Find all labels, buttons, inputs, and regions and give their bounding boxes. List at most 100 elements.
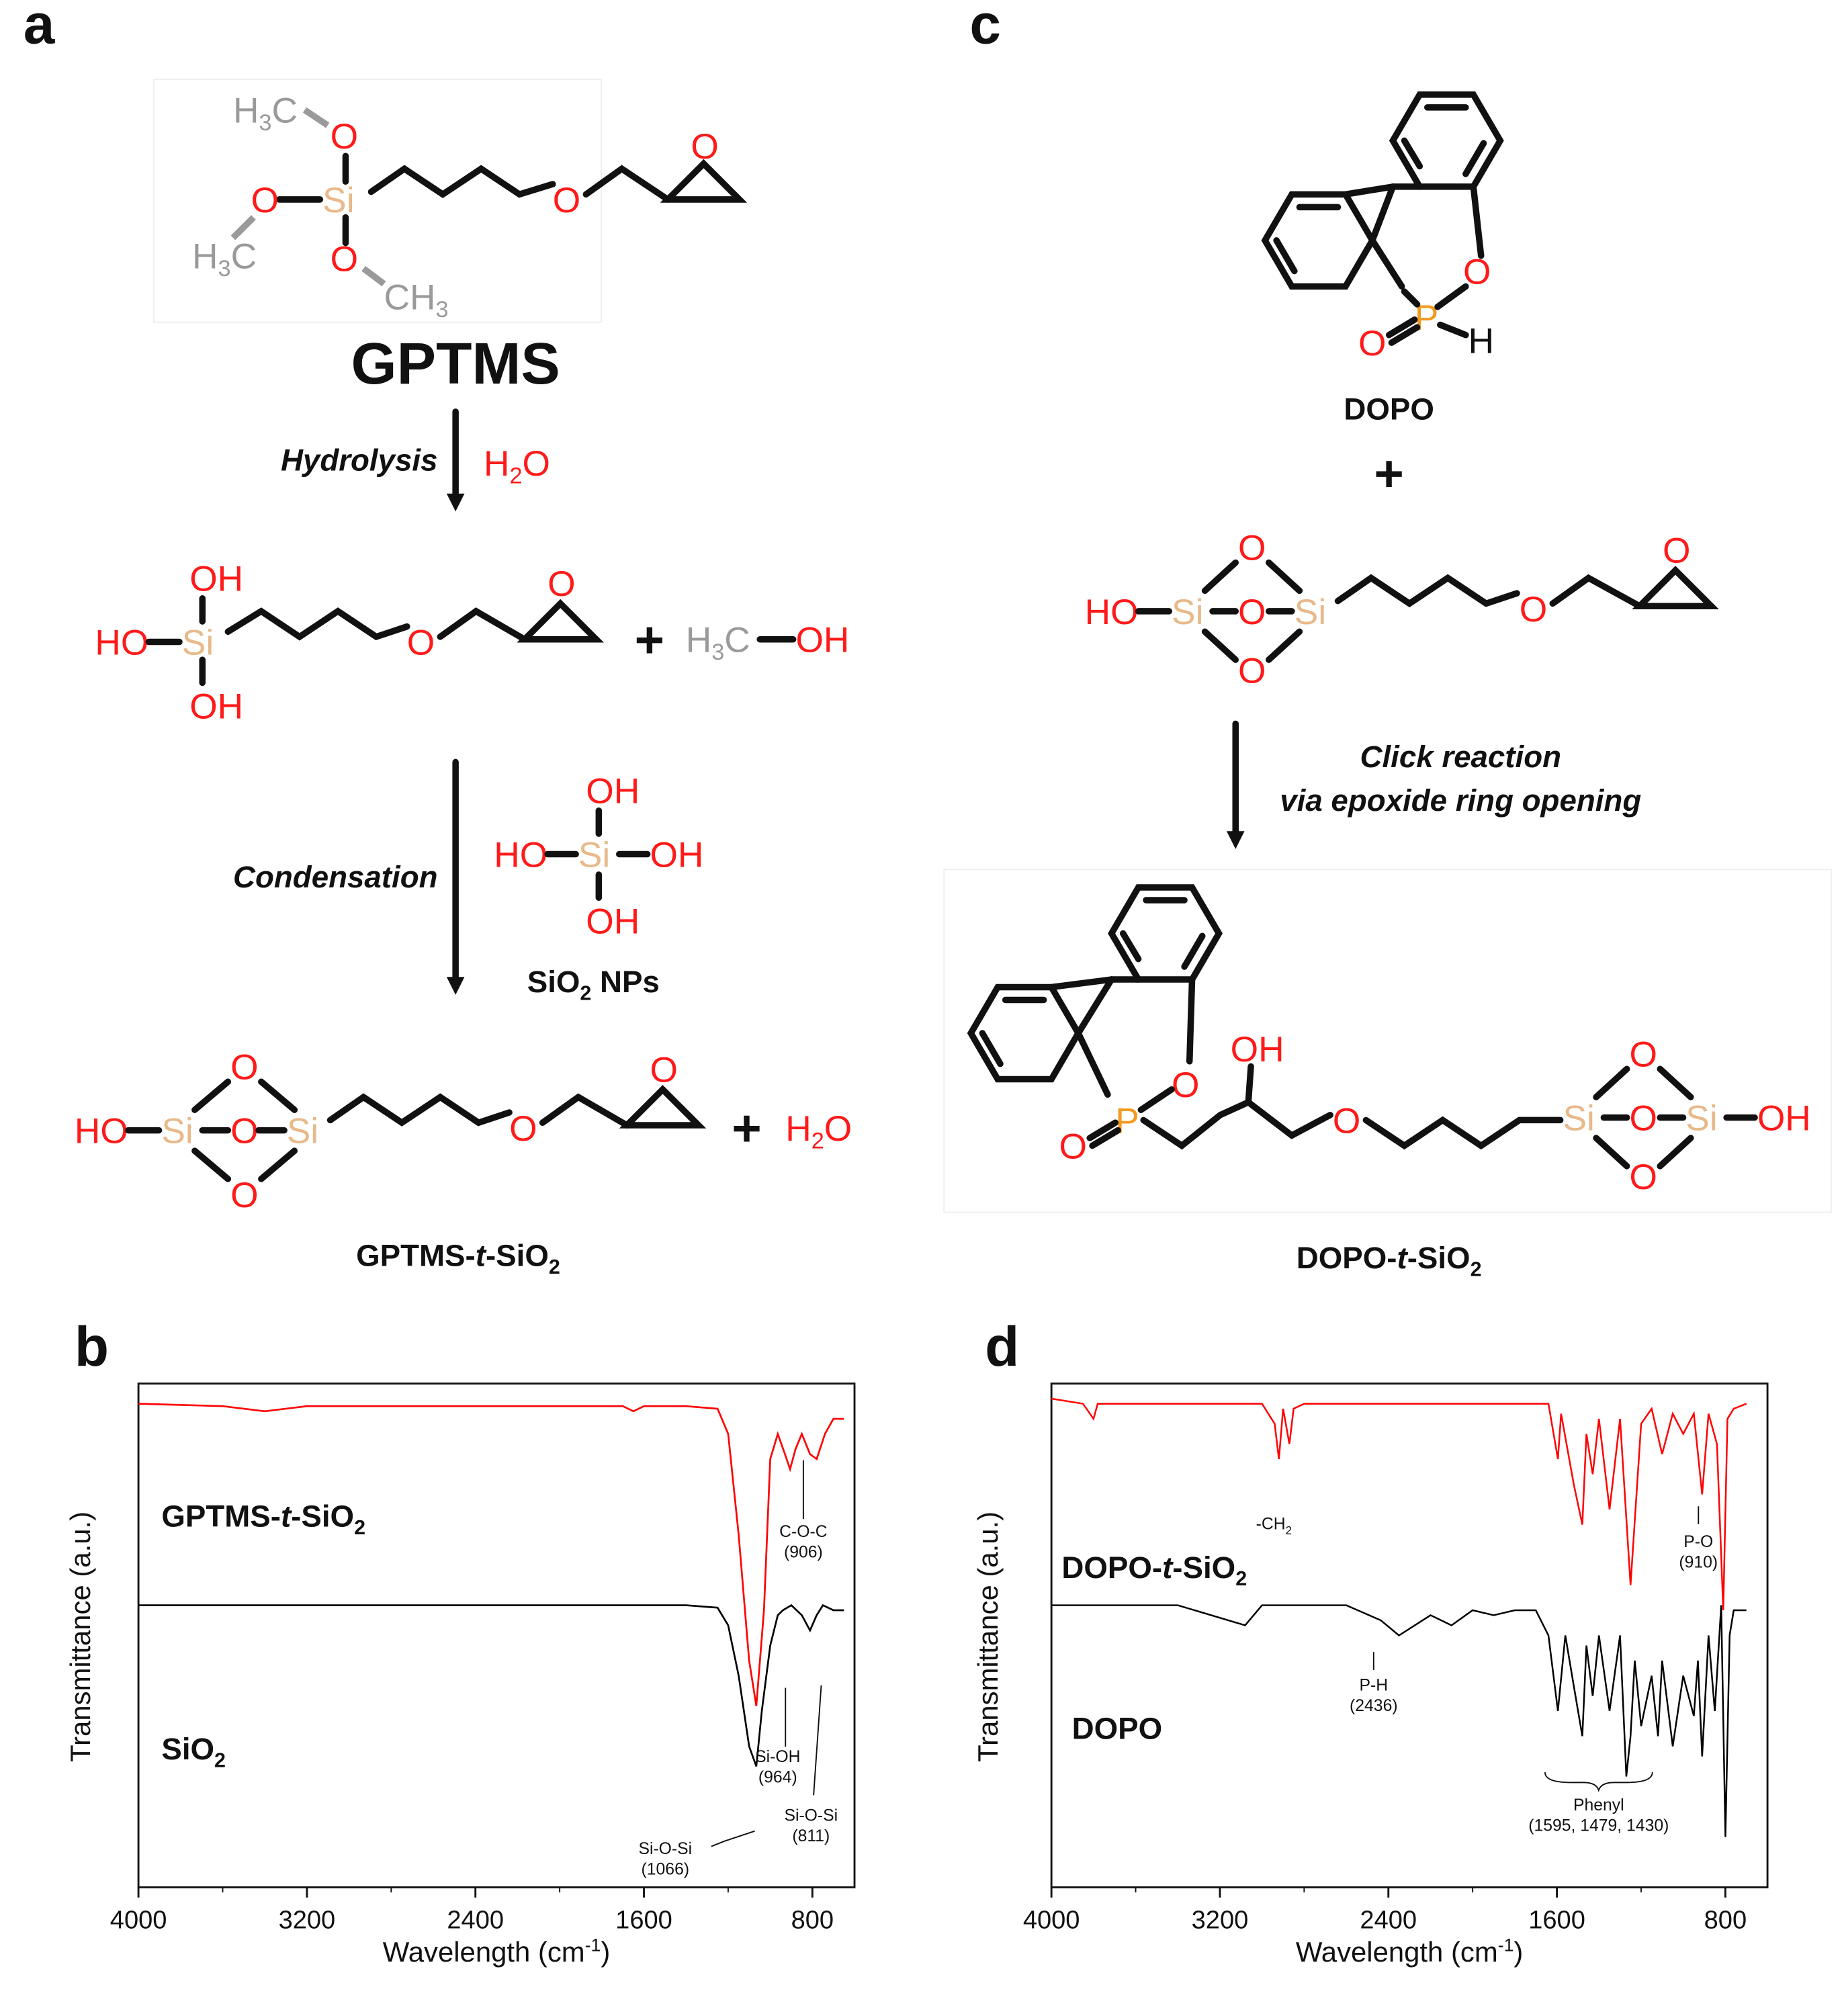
chart-b-xtick-label: 2400 bbox=[447, 1906, 504, 1934]
svg-text:O: O bbox=[1358, 324, 1386, 363]
svg-text:HO: HO bbox=[1085, 593, 1139, 632]
chart-b-xtick-label: 4000 bbox=[110, 1906, 167, 1934]
svg-text:Si: Si bbox=[1172, 593, 1203, 632]
svg-text:HO: HO bbox=[75, 1112, 128, 1151]
svg-text:P: P bbox=[1115, 1101, 1139, 1141]
click-reaction-label: Click reaction bbox=[1360, 740, 1561, 774]
chart-d-xlabel: Wavelength (cm-1) bbox=[1296, 1935, 1524, 1968]
svg-text:Si: Si bbox=[578, 836, 610, 875]
sio2-nps-label: SiO2 NPs bbox=[527, 965, 660, 1004]
panel-label-b: b bbox=[75, 1315, 109, 1378]
svg-text:O: O bbox=[509, 1109, 537, 1149]
chart-b-ann-sios811-1: Si-O-Si bbox=[784, 1806, 838, 1825]
silicic-acid-structure: OH HO Si OH OH bbox=[494, 771, 703, 941]
chart-d-ann-po-2: (910) bbox=[1679, 1554, 1718, 1572]
chart-b-xtick-label: 3200 bbox=[279, 1906, 336, 1934]
svg-text:O: O bbox=[1663, 531, 1690, 571]
epoxide-opening-label: via epoxide ring opening bbox=[1280, 783, 1641, 818]
chart-b-series-gptms bbox=[138, 1403, 844, 1706]
svg-text:OH: OH bbox=[795, 621, 849, 660]
svg-text:O: O bbox=[1172, 1065, 1199, 1105]
chart-d-ylabel: Transmittance (a.u.) bbox=[972, 1511, 1004, 1762]
chart-d-label-dopo-t-sio2: DOPO-t-SiO2 bbox=[1061, 1550, 1247, 1590]
chart-d-label-dopo: DOPO bbox=[1072, 1712, 1163, 1746]
chart-b-label-sio2: SiO2 bbox=[161, 1732, 226, 1771]
plus-a1: + bbox=[635, 611, 664, 668]
dopo-t-sio2-structure: O P O OH O Si O Si OH O O bbox=[943, 869, 1833, 1213]
chart-b-ann-sios811-line bbox=[813, 1685, 822, 1796]
water-reagent: H2O bbox=[484, 444, 550, 488]
panel-label-a: a bbox=[24, 0, 56, 56]
svg-text:O: O bbox=[650, 1050, 677, 1090]
plus-a2: + bbox=[732, 1100, 761, 1157]
silanetriol-structure: OH HO Si OH O O bbox=[95, 559, 605, 727]
svg-text:CH3: CH3 bbox=[384, 278, 449, 322]
chart-d-ann-phenyl-brace bbox=[1544, 1772, 1653, 1792]
svg-text:OH: OH bbox=[189, 687, 243, 727]
chart-b-xtick-label: 1600 bbox=[615, 1906, 672, 1934]
gptms-t-sio2-label: GPTMS-t-SiO2 bbox=[356, 1238, 560, 1278]
svg-text:Si: Si bbox=[287, 1112, 318, 1151]
condensation-label: Condensation bbox=[233, 860, 437, 894]
chart-d-ann-ph-1: P-H bbox=[1360, 1676, 1389, 1694]
dopo-structure: O P O H bbox=[1261, 91, 1504, 363]
svg-text:OH: OH bbox=[586, 771, 640, 811]
hydrolysis-label: Hydrolysis bbox=[281, 443, 438, 477]
svg-text:O: O bbox=[1630, 1157, 1657, 1197]
svg-text:O: O bbox=[1238, 593, 1266, 632]
svg-text:O: O bbox=[1630, 1035, 1657, 1074]
chart-b-ann-coc-1: C-O-C bbox=[779, 1523, 827, 1541]
chart-b-ann-coc-2: (906) bbox=[784, 1543, 823, 1561]
chart-d-ann-phenyl-2: (1595, 1479, 1430) bbox=[1528, 1817, 1669, 1835]
panel-label-c: c bbox=[969, 0, 1001, 56]
chart-d-xtick-label: 1600 bbox=[1528, 1906, 1585, 1934]
svg-text:Si: Si bbox=[1563, 1099, 1595, 1139]
chart-b-ann-sios1066-line bbox=[711, 1830, 755, 1847]
chart-b-series-sio2 bbox=[138, 1604, 844, 1767]
svg-text:OH: OH bbox=[1231, 1030, 1284, 1069]
gptms-t-sio2-reactant-structure: HO Si O Si O O O O bbox=[1085, 529, 1719, 691]
svg-text:O: O bbox=[1238, 529, 1266, 568]
plus-c: + bbox=[1374, 445, 1403, 502]
svg-text:O: O bbox=[1630, 1099, 1657, 1139]
dopo-label: DOPO bbox=[1344, 392, 1434, 426]
chart-d-xtick-label: 800 bbox=[1704, 1906, 1747, 1934]
chart-d-xtick-label: 4000 bbox=[1023, 1906, 1080, 1934]
svg-text:O: O bbox=[230, 1112, 258, 1151]
svg-text:O: O bbox=[691, 127, 718, 167]
chart-d-ann-ch2: -CH2 bbox=[1256, 1516, 1292, 1538]
svg-text:Si: Si bbox=[161, 1112, 193, 1151]
svg-text:O: O bbox=[547, 564, 575, 604]
chart-b-ann-sios811-2: (811) bbox=[792, 1827, 830, 1845]
svg-text:H3C: H3C bbox=[192, 237, 257, 281]
gptms-label: GPTMS bbox=[351, 331, 560, 396]
svg-text:H: H bbox=[1468, 321, 1494, 361]
chart-b-ann-sios1066-2: (1066) bbox=[642, 1860, 690, 1878]
chart-d-ann-po-1: P-O bbox=[1683, 1533, 1713, 1551]
svg-text:OH: OH bbox=[586, 902, 640, 942]
chart-d-ann-phenyl-1: Phenyl bbox=[1573, 1796, 1624, 1814]
svg-text:O: O bbox=[331, 117, 358, 157]
gptms-t-sio2-structure: HO Si O Si O O O O bbox=[75, 1047, 707, 1215]
svg-text:Si: Si bbox=[322, 181, 354, 220]
svg-text:O: O bbox=[553, 181, 580, 220]
svg-text:Si: Si bbox=[1295, 593, 1326, 632]
svg-text:OH: OH bbox=[189, 559, 243, 599]
svg-text:O: O bbox=[1520, 590, 1547, 629]
chart-d-ann-ph-2: (2436) bbox=[1350, 1697, 1397, 1715]
svg-text:OH: OH bbox=[650, 836, 703, 875]
chart-d-frame bbox=[1050, 1383, 1769, 1888]
chart-b-ylabel: Transmittance (a.u.) bbox=[64, 1511, 96, 1762]
svg-text:O: O bbox=[251, 181, 279, 220]
svg-text:O: O bbox=[1333, 1101, 1360, 1141]
svg-text:O: O bbox=[331, 240, 358, 279]
svg-text:O: O bbox=[230, 1176, 258, 1215]
panel-label-d: d bbox=[985, 1315, 1019, 1378]
chart-d-xtick-label: 2400 bbox=[1360, 1906, 1417, 1934]
chart-b-ann-sioh-2: (964) bbox=[758, 1768, 797, 1786]
